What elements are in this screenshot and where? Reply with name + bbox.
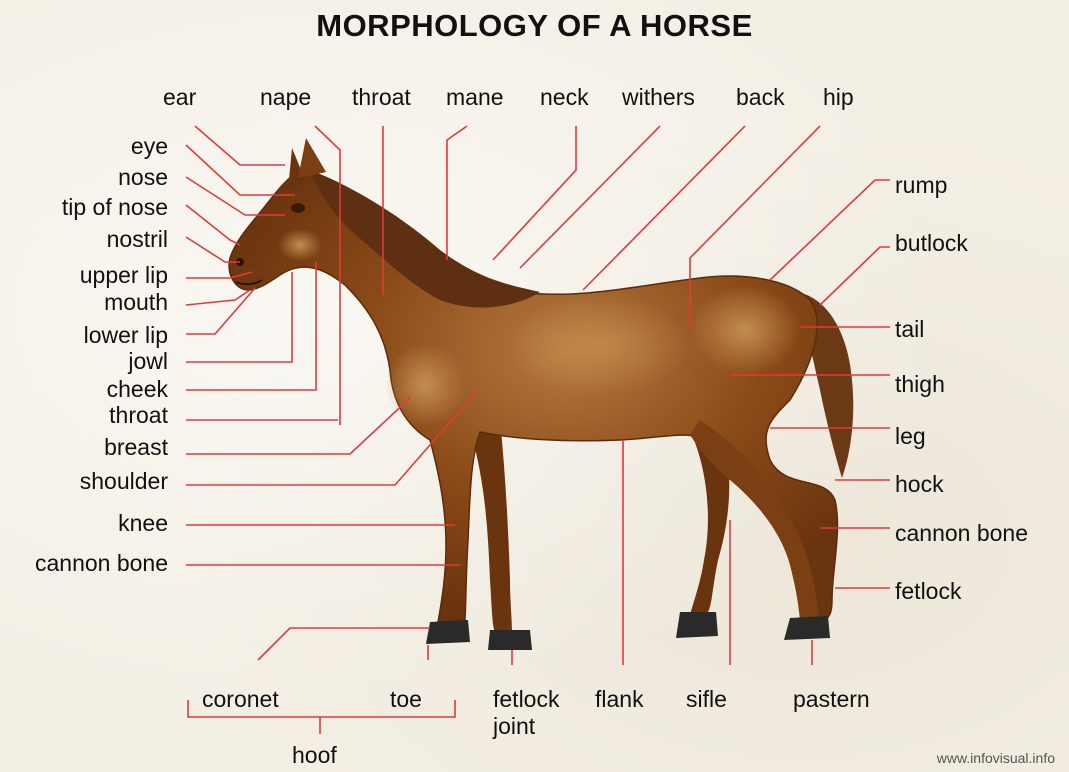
label-shoulder: shoulder — [80, 468, 168, 495]
label-eye: eye — [131, 133, 168, 160]
label-nostril: nostril — [107, 226, 168, 253]
hoof-front-near — [426, 620, 470, 644]
label-sifle: sifle — [686, 686, 727, 713]
label-fetlock-joint: fetlock joint — [493, 686, 559, 740]
horse-illustration — [229, 138, 853, 650]
label-jowl: jowl — [128, 348, 168, 375]
shoulder-highlight — [385, 343, 465, 427]
label-butlock: butlock — [895, 230, 968, 257]
label-leg: leg — [895, 423, 926, 450]
label-fetlock: fetlock — [895, 578, 961, 605]
label-throat-left: throat — [109, 402, 168, 429]
hip-highlight — [690, 285, 800, 375]
cheek-highlight — [278, 229, 322, 261]
ear-right — [298, 138, 326, 178]
label-nape: nape — [260, 84, 311, 111]
horse-body — [229, 170, 837, 622]
label-coronet: coronet — [202, 686, 279, 713]
label-cannon-bone-right: cannon bone — [895, 520, 1028, 547]
horse-eye — [291, 203, 305, 213]
label-pastern: pastern — [793, 686, 870, 713]
label-tip-of-nose: tip of nose — [62, 194, 168, 221]
label-knee: knee — [118, 510, 168, 537]
label-hoof: hoof — [292, 742, 337, 769]
label-back: back — [736, 84, 785, 111]
source-credit: www.infovisual.info — [937, 750, 1055, 766]
label-hip: hip — [823, 84, 854, 111]
label-neck: neck — [540, 84, 589, 111]
label-withers: withers — [622, 84, 695, 111]
label-tail: tail — [895, 316, 924, 343]
label-thigh: thigh — [895, 371, 945, 398]
far-fore-leg — [470, 420, 512, 632]
hoof-front-far — [488, 630, 532, 650]
barrel-highlight — [510, 295, 690, 395]
label-mane: mane — [446, 84, 504, 111]
label-breast: breast — [104, 434, 168, 461]
label-hock: hock — [895, 471, 944, 498]
page-title: MORPHOLOGY OF A HORSE — [0, 8, 1069, 44]
hoof-hind-far — [676, 612, 718, 638]
label-toe: toe — [390, 686, 422, 713]
label-rump: rump — [895, 172, 947, 199]
label-cheek: cheek — [107, 376, 168, 403]
label-ear: ear — [163, 84, 196, 111]
label-flank: flank — [595, 686, 644, 713]
label-lower-lip: lower lip — [84, 322, 168, 349]
label-throat-top: throat — [352, 84, 411, 111]
label-upper-lip: upper lip — [80, 262, 168, 289]
label-nose: nose — [118, 164, 168, 191]
label-mouth: mouth — [104, 289, 168, 316]
hoof-hind-near — [784, 616, 830, 640]
label-cannon-bone-left: cannon bone — [35, 550, 168, 577]
